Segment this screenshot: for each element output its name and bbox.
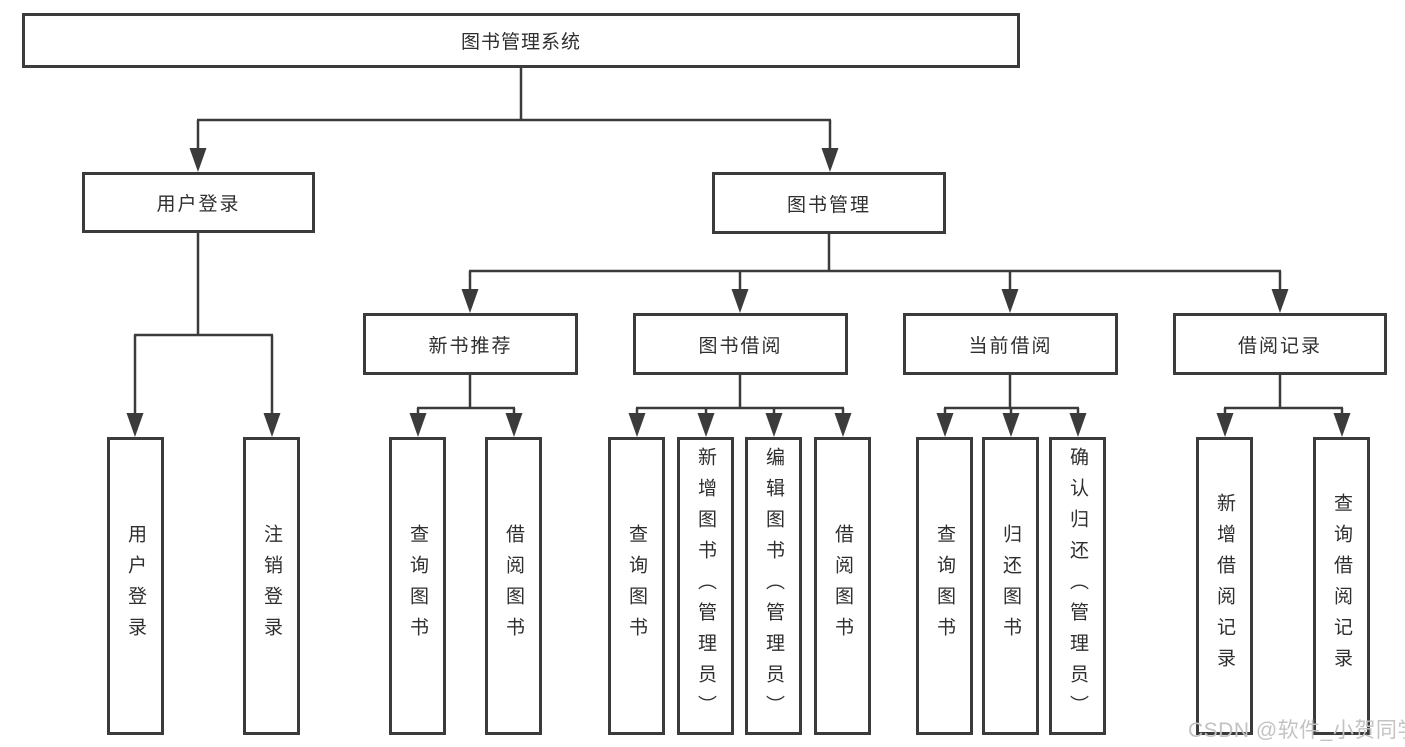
leaf-query-books-borrow: 查询图书 bbox=[608, 437, 665, 735]
leaf-logout: 注销登录 bbox=[243, 437, 300, 735]
node-label: 图书借阅 bbox=[698, 335, 783, 357]
node-borrow-records: 借阅记录 bbox=[1173, 313, 1387, 375]
leaf-label: 查询图书 bbox=[934, 524, 955, 648]
leaf-label: 借阅图书 bbox=[503, 524, 524, 648]
leaf-label: 注销登录 bbox=[261, 524, 282, 648]
node-new-book-recommend: 新书推荐 bbox=[363, 313, 578, 375]
leaf-return-books: 归还图书 bbox=[982, 437, 1039, 735]
leaf-user-login: 用户登录 bbox=[107, 437, 164, 735]
leaf-borrow-books: 借阅图书 bbox=[814, 437, 871, 735]
arrowheads bbox=[126, 148, 1351, 437]
node-label: 借阅记录 bbox=[1237, 335, 1322, 357]
leaf-label: 用户登录 bbox=[125, 524, 146, 648]
leaf-query-books-current: 查询图书 bbox=[916, 437, 973, 735]
leaf-label: 确认归还（管理员） bbox=[1067, 446, 1088, 726]
leaf-label: 编辑图书（管理员） bbox=[763, 446, 784, 726]
node-current-borrow: 当前借阅 bbox=[903, 313, 1118, 375]
leaf-label: 查询图书 bbox=[626, 524, 647, 648]
leaf-query-books-recommend: 查询图书 bbox=[389, 437, 446, 735]
leaf-confirm-return-admin: 确认归还（管理员） bbox=[1049, 437, 1106, 735]
node-book-management: 图书管理 bbox=[712, 172, 946, 234]
leaf-query-borrow-record: 查询借阅记录 bbox=[1313, 437, 1370, 735]
node-label: 当前借阅 bbox=[968, 335, 1053, 357]
leaf-add-borrow-record: 新增借阅记录 bbox=[1196, 437, 1253, 735]
node-label: 图书管理 bbox=[786, 194, 871, 216]
leaf-label: 查询借阅记录 bbox=[1331, 493, 1352, 679]
leaf-borrow-books-recommend: 借阅图书 bbox=[485, 437, 542, 735]
leaf-add-book-admin: 新增图书（管理员） bbox=[677, 437, 734, 735]
leaf-label: 归还图书 bbox=[1000, 524, 1021, 648]
leaf-edit-book-admin: 编辑图书（管理员） bbox=[745, 437, 802, 735]
node-book-borrow: 图书借阅 bbox=[633, 313, 848, 375]
node-label: 图书管理系统 bbox=[460, 32, 581, 53]
node-library-management-system: 图书管理系统 bbox=[22, 13, 1020, 68]
leaf-label: 借阅图书 bbox=[832, 524, 853, 648]
leaf-label: 查询图书 bbox=[407, 524, 428, 648]
node-label: 用户登录 bbox=[156, 194, 241, 215]
leaf-label: 新增借阅记录 bbox=[1214, 493, 1235, 679]
node-label: 新书推荐 bbox=[428, 335, 513, 357]
leaf-label: 新增图书（管理员） bbox=[695, 446, 716, 726]
node-user-login: 用户登录 bbox=[82, 172, 315, 233]
